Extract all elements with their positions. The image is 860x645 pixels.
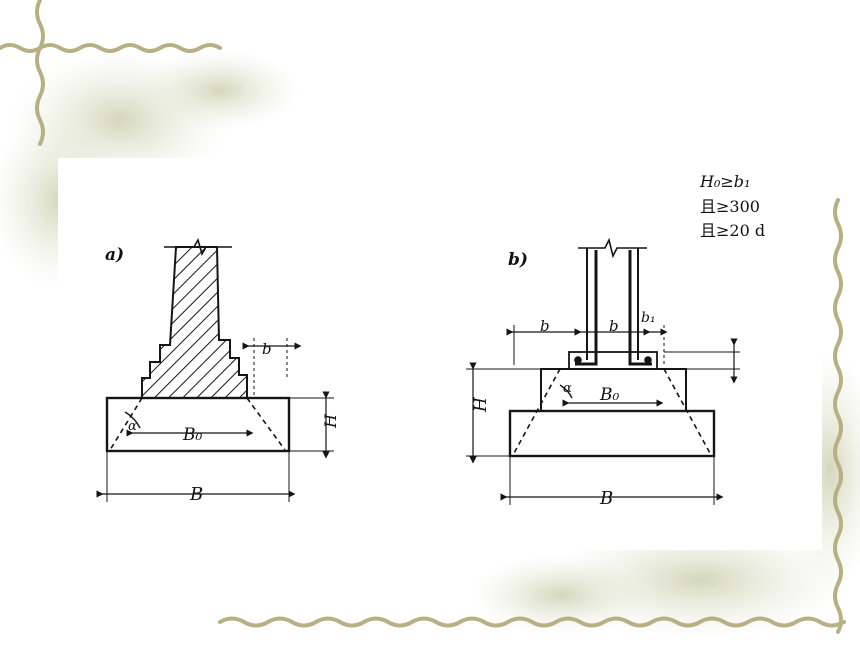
diagram-b-b-left-label: b (540, 317, 550, 335)
vine-left (35, 0, 45, 146)
condition-line-1: H₀≥b₁ (700, 172, 751, 191)
column-outline (586, 248, 639, 360)
rebar-end-left (574, 356, 582, 364)
spread-line-right (663, 368, 712, 456)
diagram-b-b1-label: b₁ (641, 310, 656, 326)
diagram-a-b0-label: B₀ (182, 425, 202, 445)
diagram-b-h-label: H (471, 396, 491, 413)
rebar-left (575, 250, 598, 366)
diagram-a-h-label: H (321, 413, 340, 429)
footing-lower-slab (508, 409, 716, 458)
column-cap (568, 351, 658, 370)
wall-break-mark (164, 237, 232, 257)
rebar-right (628, 250, 652, 366)
diagram-b-angle-label: α (563, 381, 572, 396)
panel-a-label: a) (105, 245, 125, 265)
diagram-a-width-label: B (189, 484, 203, 505)
wall-stepped (141, 246, 248, 399)
leaf-shape (140, 50, 300, 130)
vine-bottom (218, 616, 846, 628)
condition-line-2: 且≥300 (700, 197, 760, 216)
diagram-a-angle-label: α (128, 419, 137, 434)
footing-slab (105, 396, 291, 453)
diagram-b (466, 237, 740, 505)
rebar-end-right (644, 356, 652, 364)
diagram-a-b-label: b (262, 340, 272, 358)
column-break-mark (578, 237, 647, 259)
leaf-shape (470, 555, 650, 635)
diagram-b-b-mid-label: b (609, 317, 619, 335)
panel-b-label: b) (508, 250, 528, 270)
condition-line-3: 且≥20 d (700, 221, 766, 240)
spread-line-right (246, 397, 286, 451)
angle-arc (124, 411, 141, 429)
spread-line-left (109, 397, 143, 451)
diagram-a (96, 237, 334, 502)
spread-line-left (512, 368, 561, 456)
angle-arc (559, 384, 573, 399)
diagram-b-b0-label: B₀ (599, 385, 619, 405)
vine-right (833, 198, 843, 634)
diagram-b-width-label: B (599, 488, 613, 509)
